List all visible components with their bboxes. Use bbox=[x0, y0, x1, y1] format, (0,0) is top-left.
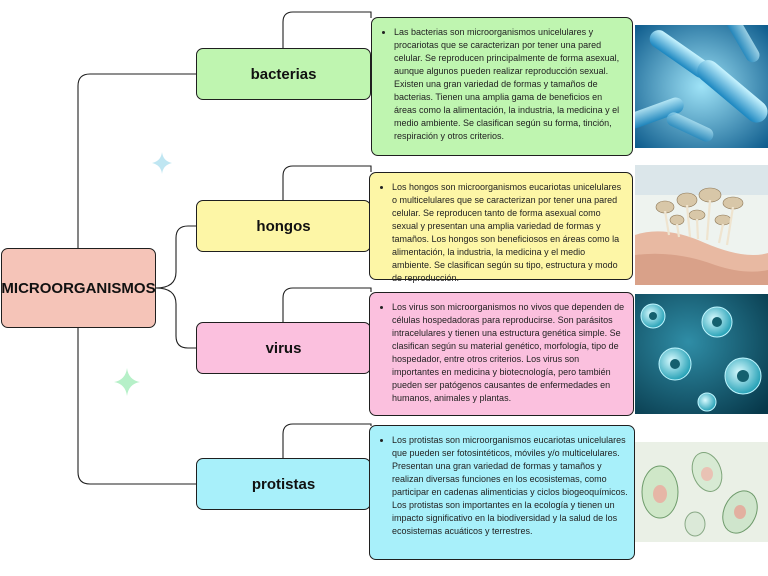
bacteria-photo bbox=[635, 25, 768, 148]
description-text: Los protistas son microorganismos eucari… bbox=[392, 434, 628, 538]
root-node-microorganismos[interactable]: MICROORGANISMOS bbox=[1, 248, 156, 328]
description-box-protistas[interactable]: Los protistas son microorganismos eucari… bbox=[369, 425, 635, 560]
sparkle-green-icon bbox=[114, 368, 140, 396]
branch-label: bacterias bbox=[250, 65, 317, 83]
connector-protistas-desc bbox=[282, 423, 372, 458]
connector-hongos-desc bbox=[282, 165, 372, 200]
branch-node-protistas[interactable]: protistas bbox=[196, 458, 371, 510]
connector-virus-desc bbox=[282, 287, 372, 322]
mushrooms-in-hand-photo bbox=[635, 165, 768, 285]
description-text: Las bacterias son microorganismos unicel… bbox=[394, 26, 626, 143]
branch-label: protistas bbox=[251, 475, 316, 493]
root-label: MICROORGANISMOS bbox=[1, 279, 156, 297]
connector-root-protistas bbox=[77, 328, 196, 485]
description-text: Los hongos son microorganismos eucariota… bbox=[392, 181, 626, 285]
branch-node-virus[interactable]: virus bbox=[196, 322, 371, 374]
description-box-hongos[interactable]: Los hongos son microorganismos eucariota… bbox=[369, 172, 633, 283]
connector-root-hongos bbox=[155, 225, 196, 289]
branch-label: virus bbox=[265, 339, 302, 357]
branch-node-bacterias[interactable]: bacterias bbox=[196, 48, 371, 100]
protist-cells-photo bbox=[635, 442, 768, 542]
sparkle-blue-icon bbox=[152, 152, 172, 174]
virus-particles-photo bbox=[635, 294, 768, 414]
branch-label: hongos bbox=[256, 217, 311, 235]
description-box-virus[interactable]: Los virus son microorganismos no vivos q… bbox=[369, 292, 634, 416]
connector-bacterias-desc bbox=[282, 11, 372, 48]
description-text: Los virus son microorganismos no vivos q… bbox=[392, 301, 627, 405]
description-box-bacterias[interactable]: Las bacterias son microorganismos unicel… bbox=[371, 17, 633, 156]
connector-root-bacterias bbox=[77, 73, 196, 248]
connector-root-virus bbox=[155, 287, 196, 349]
branch-node-hongos[interactable]: hongos bbox=[196, 200, 371, 252]
